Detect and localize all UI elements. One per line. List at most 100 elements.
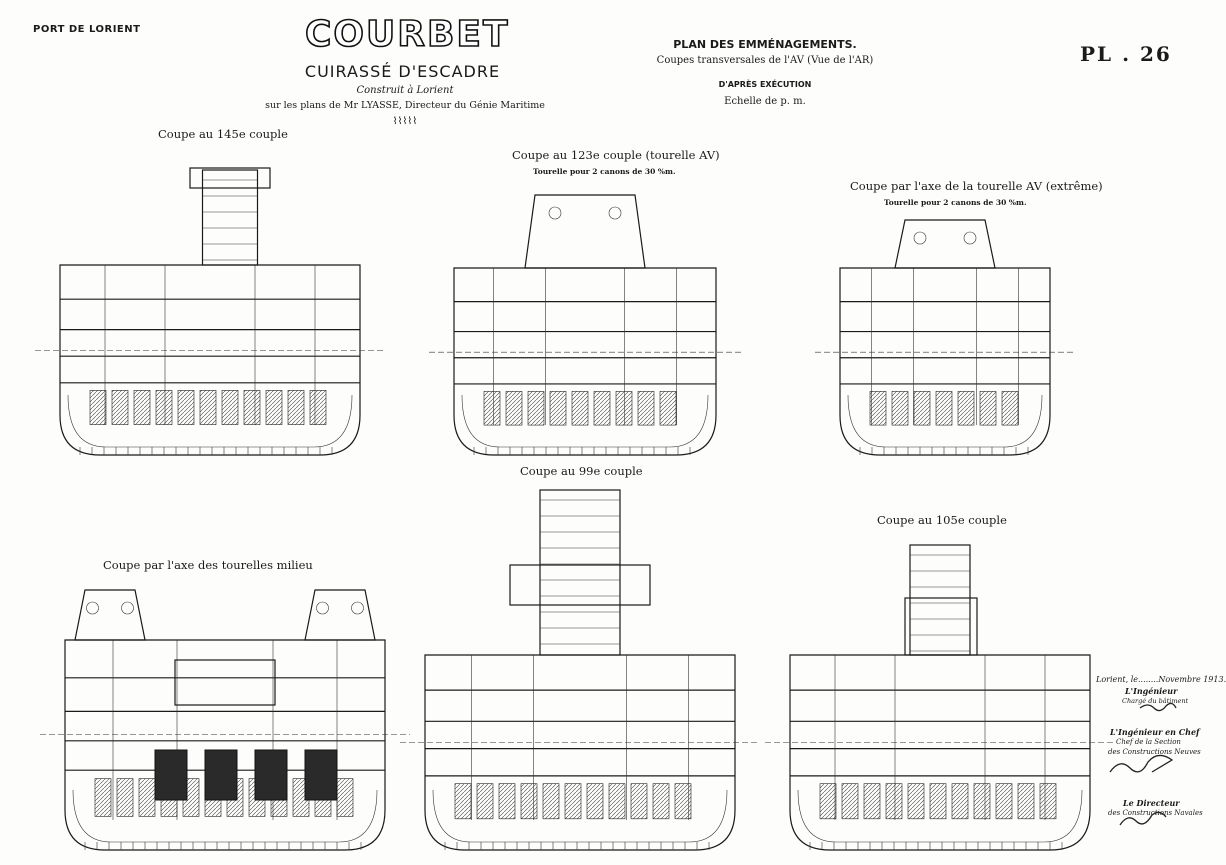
sec99-hold-cell [476,783,494,820]
plan-execution: D'APRÈS EXÉCUTION [718,80,812,89]
sec105-hold-cell [863,783,881,820]
sec99-superstructure [509,564,651,606]
sec145-hold-cell [199,390,217,425]
sec123-hold-cell [483,391,501,426]
sec123-hold-cell [527,391,545,426]
sec105-hold-cell [1017,783,1035,820]
secmid-left-turret [74,589,146,641]
sec99-hold-cell [454,783,472,820]
secmid-left-gun-port [121,601,134,615]
secmid-left-gun-port [86,601,99,615]
sec123-turret [524,194,646,269]
secmid-hold-cell [94,778,112,817]
sec145-hold-cell [243,390,261,425]
secmid-magazine [174,659,276,706]
secmid-hold-cell [116,778,134,817]
secmid-double-bottom [72,789,378,843]
sec105-hold-cell [819,783,837,820]
sec99-hold-cell [542,783,560,820]
sec99-hold-cell [652,783,670,820]
section-subtitle-extreme: Tourelle pour 2 canons de 30 %m. [884,198,1027,207]
built-at: Construit à Lorient [356,85,454,96]
sec123-hold-cell [637,391,655,426]
sec105-hold-cell [995,783,1013,820]
sec123-double-bottom [461,394,709,448]
secmid-hull [64,639,386,851]
secfwd-double-bottom [847,394,1043,448]
ornament-divider: ⌇⌇⌇⌇⌇ [392,116,418,127]
section-title-extreme: Coupe par l'axe de la tourelle AV (extrê… [850,179,1103,193]
plan-subtitle: Coupes transversales de l'AV (Vue de l'A… [656,55,874,66]
secmid-boiler [254,749,288,801]
sec99-hold-cell [520,783,538,820]
section-title-123: Coupe au 123e couple (tourelle AV) [512,148,720,162]
ship-type: CUIRASSÉ D'ESCADRE [304,62,501,81]
sec145-hold-cell [309,390,327,425]
sec123-gun-port [548,206,562,220]
secfwd-hold-cell [1001,391,1019,426]
sec145-hold-cell [111,390,129,425]
sec99-hold-cell [586,783,604,820]
plan-scale: Echelle de p. m. [724,96,806,107]
sec145-hold-cell [265,390,283,425]
sec105-hold-cell [973,783,991,820]
sec99-double-bottom [432,789,728,843]
sec123-hold-cell [549,391,567,426]
sec145-hold-cell [177,390,195,425]
chief-engineer-label: L'Ingénieur en Chef [1110,727,1200,737]
sec105-hold-cell [929,783,947,820]
director-signature [1119,811,1167,826]
director-label: Le Directeur [1123,798,1180,808]
sec145-hold-cell [287,390,305,425]
secfwd-gun-port [963,231,977,245]
place-date: Lorient, le........Novembre 1913. [1096,675,1226,684]
sec99-hull [424,654,736,851]
sec123-hold-cell [593,391,611,426]
sec105-hold-cell [1039,783,1057,820]
secmid-boiler [154,749,188,801]
secmid-hold-cell [336,778,354,817]
sec145-double-bottom [67,394,353,448]
secfwd-hull [839,267,1051,456]
sec105-tower [909,544,971,656]
secfwd-turret [894,219,996,269]
secmid-right-turret [304,589,376,641]
sec145-bridge [189,167,271,189]
sec145-hold-cell [221,390,239,425]
secmid-right-gun-port [351,601,364,615]
sec145-hold-cell [155,390,173,425]
secfwd-hold-cell [957,391,975,426]
engineer-role: Chargé du bâtiment [1122,697,1189,705]
sec99-hold-cell [674,783,692,820]
engineer-signature [1139,702,1177,712]
sec99-hold-cell [564,783,582,820]
sec105-hold-cell [885,783,903,820]
port-label: PORT DE LORIENT [33,24,141,35]
secfwd-gun-port [913,231,927,245]
sec105-hold-cell [907,783,925,820]
secfwd-hold-cell [869,391,887,426]
sec105-hold-cell [951,783,969,820]
signature-marks [1109,702,1177,826]
plan-title: PLAN DES EMMÉNAGEMENTS. [673,38,857,51]
section-title-midships: Coupe par l'axe des tourelles milieu [103,558,313,572]
secfwd-hold-cell [913,391,931,426]
section-title-145: Coupe au 145e couple [158,127,288,141]
secmid-hold-cell [138,778,156,817]
designer-credit: sur les plans de Mr LYASSE, Directeur du… [265,100,545,111]
sec99-tower [539,489,621,656]
cross-sections-drawing [35,167,1115,851]
sheet-number: PL . 26 [1080,42,1172,66]
sec105-double-bottom [797,789,1083,843]
secmid-right-gun-port [316,601,329,615]
secfwd-hold-cell [891,391,909,426]
secfwd-hold-cell [935,391,953,426]
engineer-label: L'Ingénieur [1125,686,1178,696]
secmid-boiler [204,749,238,801]
sec145-hold-cell [133,390,151,425]
sec145-tower [201,169,259,266]
sec123-hull [453,267,717,456]
chief-signature [1109,754,1174,773]
sec99-hold-cell [630,783,648,820]
sec123-hold-cell [615,391,633,426]
